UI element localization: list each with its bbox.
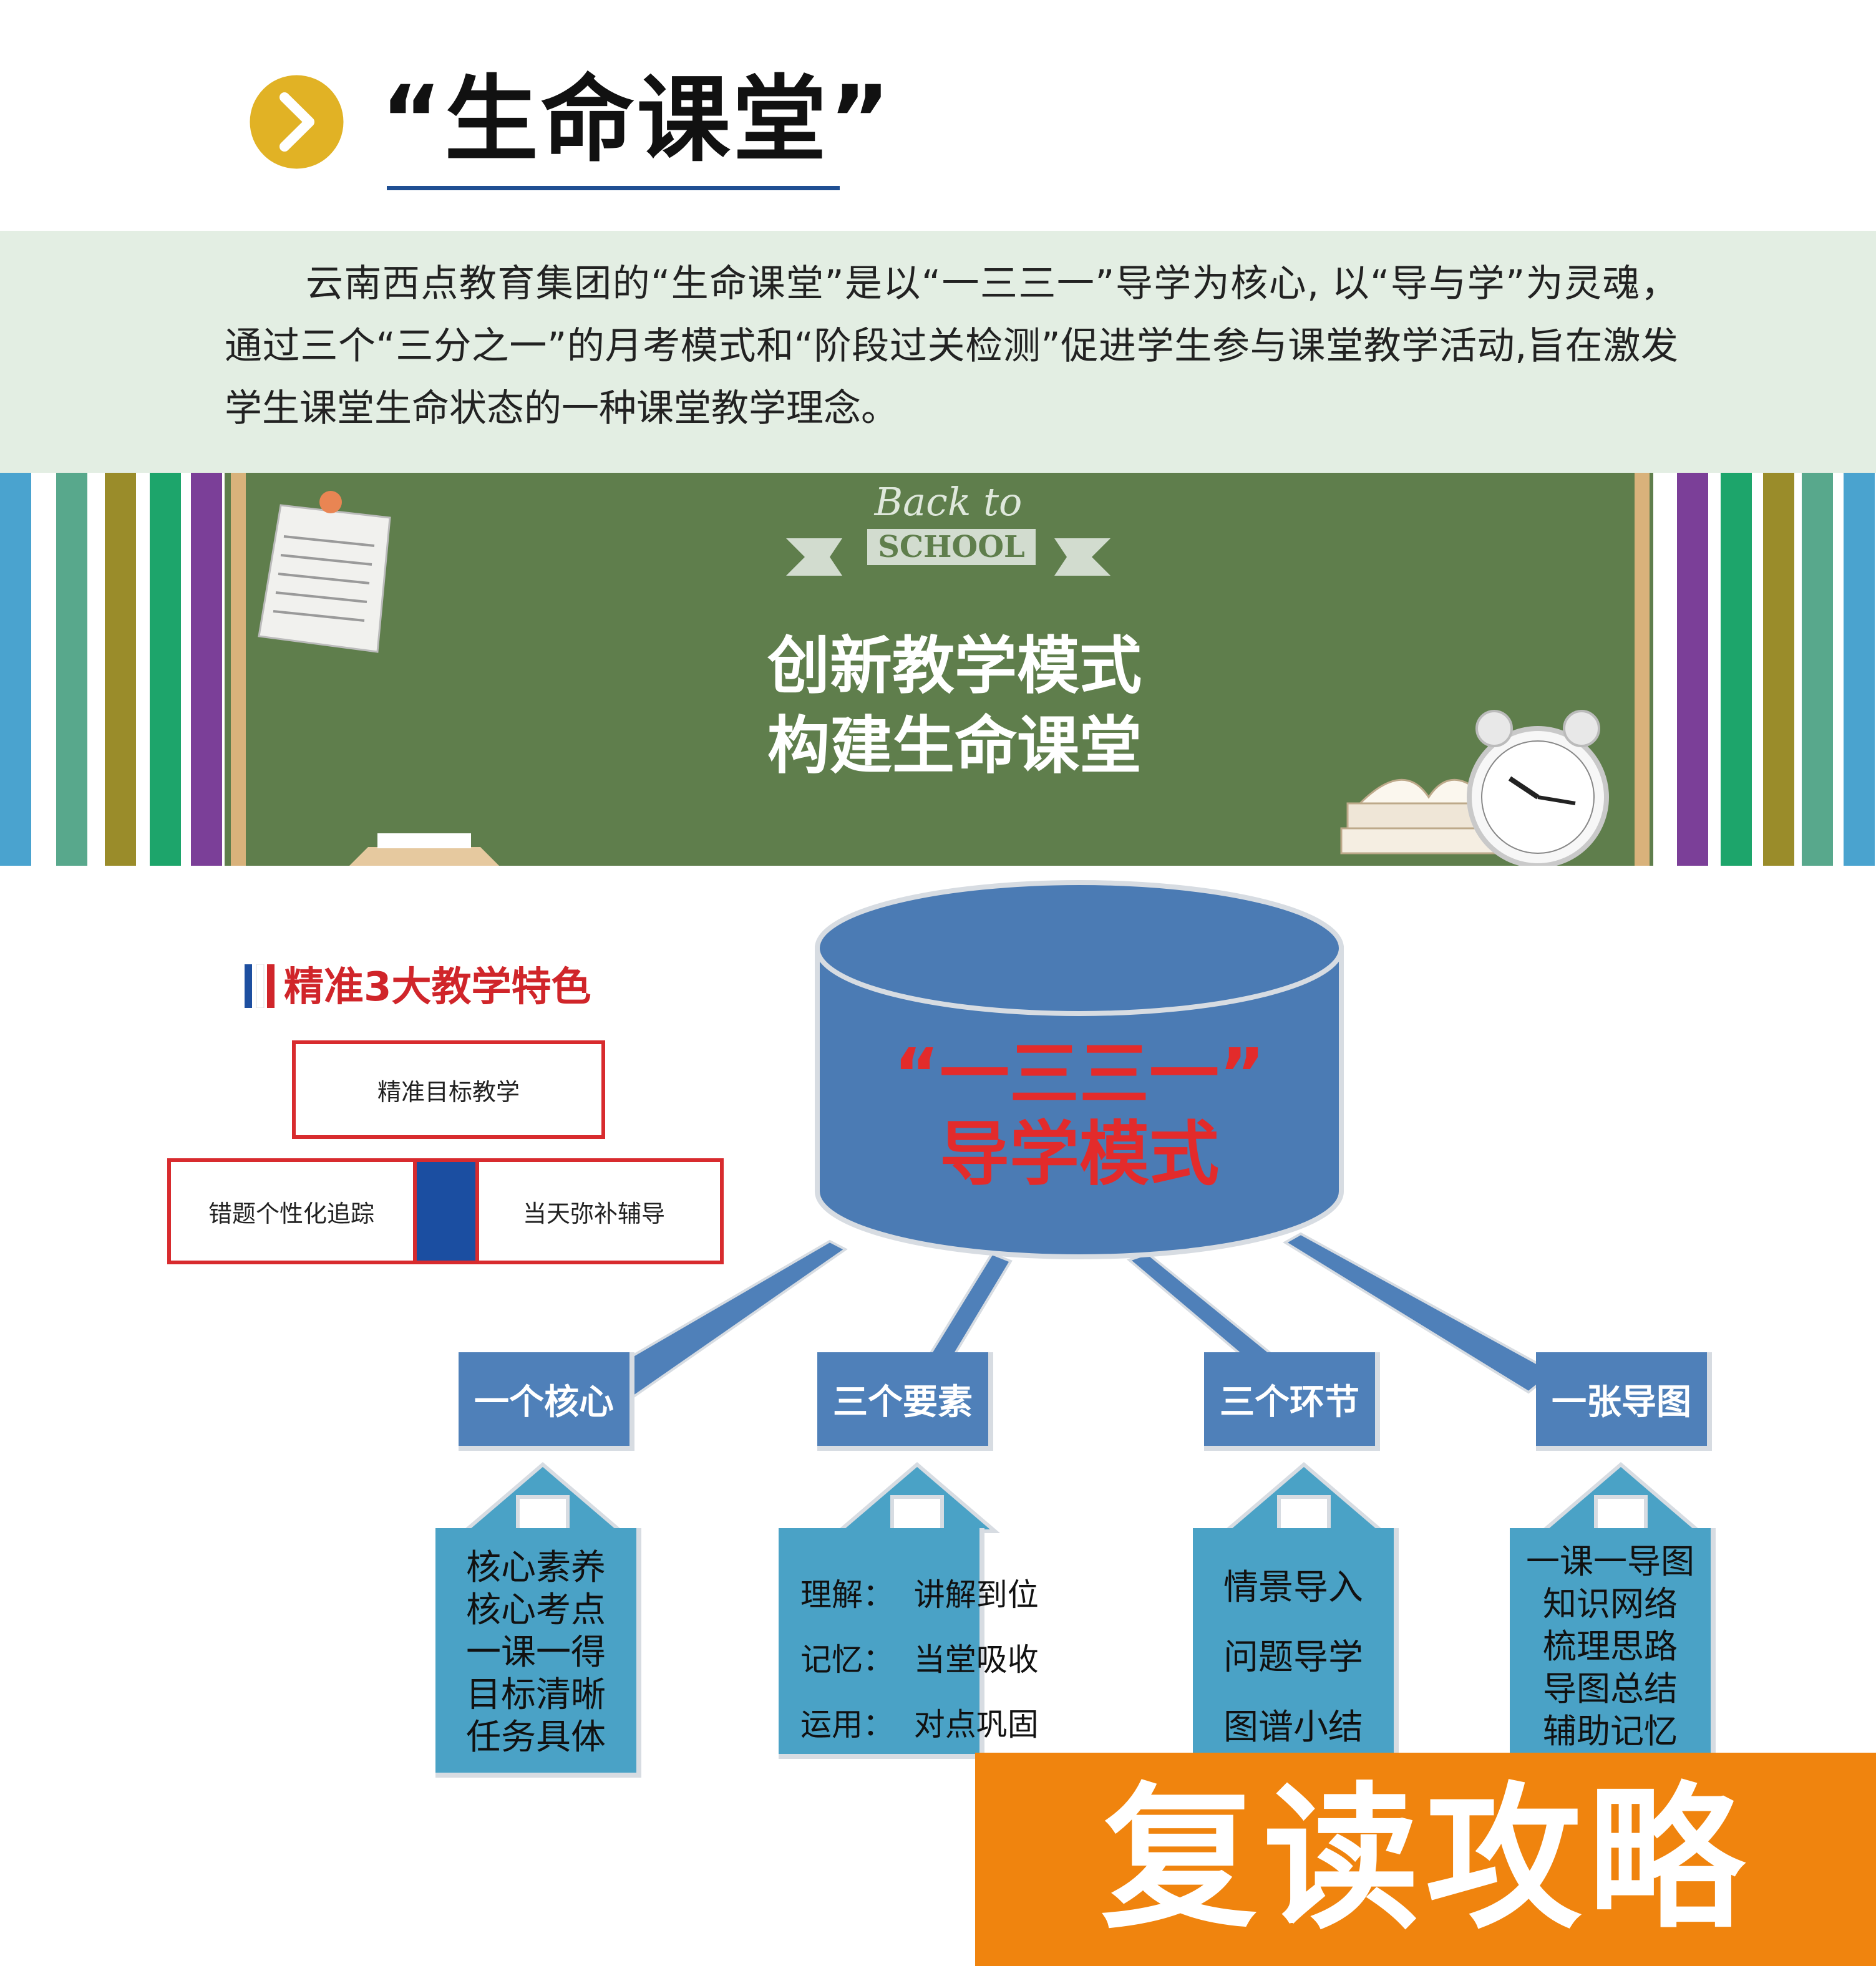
banner-stripe	[1844, 473, 1875, 866]
feature-label: 精准目标教学	[377, 1078, 520, 1106]
feature-box-same-day-tutoring: 当天弥补辅导	[475, 1158, 724, 1264]
detail-line: 记忆： 当堂吸收	[800, 1642, 1039, 1678]
detail-line: 运用： 对点巩固	[800, 1707, 1039, 1743]
chalkboard-frame	[231, 473, 246, 866]
detail-line: 辅助记忆	[1543, 1712, 1678, 1751]
detail-mindmap: 一课一导图 知识网络 梳理思路 导图总结 辅助记忆	[1510, 1528, 1716, 1759]
detail-line: 核心素养	[466, 1547, 606, 1588]
detail-line: 导图总结	[1543, 1669, 1678, 1708]
feature-box-precise-target: 精准目标教学	[292, 1040, 605, 1139]
center-mode-line-1: “一三三一”	[893, 1034, 1265, 1115]
branch-label: 三个环节	[1220, 1382, 1359, 1423]
detail-core: 核心素养 核心考点 一课一得 目标清晰 任务具体	[435, 1528, 641, 1778]
branch-label: 三个要素	[833, 1382, 973, 1423]
banner-stripe	[56, 473, 87, 866]
branch-stages: 三个环节	[1204, 1352, 1380, 1451]
chalkboard-frame	[1635, 473, 1650, 866]
title-underline	[387, 186, 840, 190]
flag-icon	[245, 964, 275, 1008]
detail-line: 一课一得	[466, 1632, 606, 1673]
detail-line: 图谱小结	[1223, 1707, 1363, 1748]
branch-label: 一个核心	[474, 1382, 614, 1423]
banner-stripe	[150, 473, 181, 866]
chevron-circle-icon	[250, 75, 344, 169]
school-text: SCHOOL	[867, 529, 1036, 565]
detail-line: 情景导入	[1223, 1567, 1363, 1608]
banner-headline-1: 创新教学模式	[767, 629, 1142, 702]
banner-stripe	[191, 473, 222, 866]
repeat-study-badge	[975, 1753, 1876, 1966]
banner-headline-2: 构建生命课堂	[767, 709, 1142, 782]
alarm-clock-icon	[1340, 710, 1609, 866]
features-heading: 精准3大教学特色	[284, 964, 591, 1010]
feature-label: 当天弥补辅导	[523, 1199, 666, 1228]
branch-core: 一个核心	[459, 1352, 634, 1451]
branch-label: 一张导图	[1552, 1382, 1691, 1423]
detail-line: 核心考点	[466, 1590, 606, 1630]
chalk-icon	[349, 833, 499, 866]
feature-box-error-tracking: 错题个性化追踪	[167, 1158, 417, 1264]
ribbon-icon	[786, 538, 1111, 576]
detail-line: 知识网络	[1543, 1584, 1678, 1624]
detail-line: 问题导学	[1223, 1637, 1363, 1678]
banner-stripe	[1677, 473, 1708, 866]
banner: Back to SCHOOL 创新教学模式 构建生命课堂	[0, 473, 1876, 866]
page-title: “生命课堂”	[381, 66, 893, 175]
branch-elements: 三个要素	[817, 1352, 993, 1451]
banner-stripe	[1763, 473, 1794, 866]
banner-stripe	[0, 473, 31, 866]
detail-line: 一课一导图	[1526, 1542, 1694, 1581]
intro-band	[0, 231, 1876, 474]
branch-mindmap: 一张导图	[1536, 1352, 1712, 1451]
badge-text: 复读攻略	[1101, 1768, 1750, 1950]
detail-line: 目标清晰	[466, 1675, 606, 1715]
detail-stages: 情景导入 问题导学 图谱小结	[1193, 1528, 1399, 1759]
detail-line: 梳理思路	[1543, 1627, 1678, 1666]
center-mode-line-2: 导学模式	[940, 1114, 1219, 1195]
paper-note-icon	[258, 491, 391, 653]
detail-line: 理解： 讲解到位	[800, 1577, 1039, 1613]
banner-stripe	[1721, 473, 1752, 866]
banner-stripe	[105, 473, 136, 866]
detail-line: 任务具体	[466, 1717, 606, 1758]
detail-elements: 理解： 讲解到位 记忆： 当堂吸收 运用： 对点巩固	[779, 1528, 1039, 1759]
banner-stripe	[1802, 473, 1833, 866]
mode-diagram-graphics	[459, 880, 1704, 1533]
intro-paragraph: 云南西点教育集团的“生命课堂”是以“一三三一”导学为核心, 以“导与学”为灵魂，…	[225, 262, 1678, 430]
feature-label: 错题个性化追踪	[208, 1199, 375, 1228]
back-to-text: Back to	[874, 479, 1023, 525]
